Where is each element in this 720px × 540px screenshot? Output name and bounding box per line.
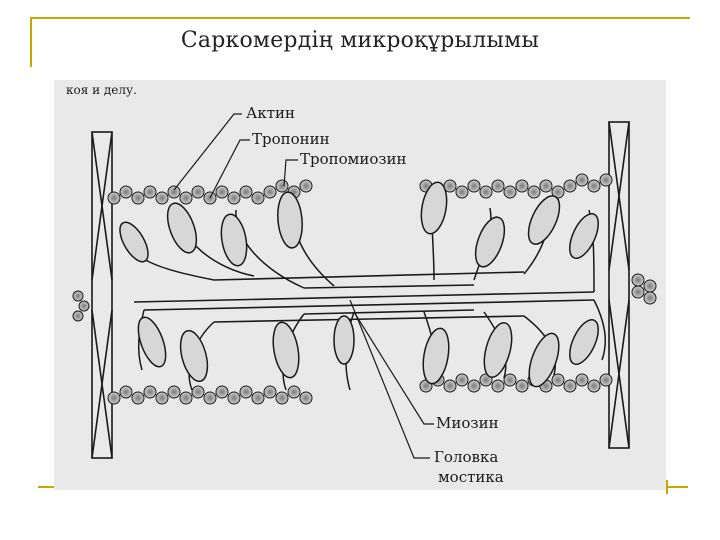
slide-frame-top-rule (30, 17, 690, 19)
label-leader-lines (173, 113, 434, 459)
myosin-thick-filament (133, 271, 595, 323)
slide-frame-right-rule (666, 480, 668, 494)
actin-filament-top (107, 173, 613, 205)
myosin-heads-upper (119, 181, 599, 293)
slide-frame-left-rule (30, 17, 32, 67)
label-head-line1: Головка (434, 448, 498, 466)
label-tropomyosin: Тропомиозин (300, 150, 407, 168)
slide-frame-bottom-right-rule (664, 486, 688, 488)
actin-end-left (72, 290, 90, 322)
label-myosin: Миозин (436, 414, 499, 432)
actin-filament-bottom (107, 373, 613, 405)
sarcomere-diagram: коя и делу. (66, 83, 657, 486)
figure-top-text-fragment: коя и делу. (66, 83, 137, 97)
slide-title: Саркомердің микроқұрылымы (180, 28, 540, 53)
label-head-line2: мостика (438, 468, 504, 486)
actin-end-right (631, 273, 657, 305)
z-disc-left (91, 131, 113, 459)
z-disc-right (608, 121, 630, 449)
label-actin: Актин (246, 104, 295, 122)
myosin-heads-lower (137, 299, 607, 391)
slide-frame-bottom-left-rule (38, 486, 60, 488)
sarcomere-figure: коя и делу. (54, 80, 666, 490)
label-troponin: Тропонин (252, 130, 330, 148)
